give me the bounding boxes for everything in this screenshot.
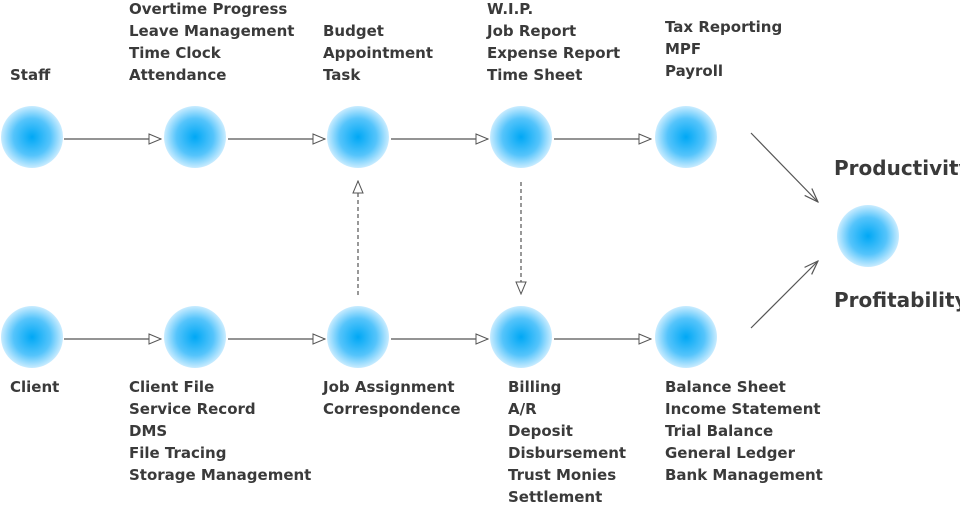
label-line: Staff [10, 66, 51, 84]
outcome-productivity: Productivity [834, 156, 960, 180]
label-line: Trial Balance [665, 422, 774, 440]
node-client-jobs [327, 306, 389, 368]
arrow-accounting-to-outcome [750, 261, 818, 329]
label-line: Balance Sheet [665, 378, 786, 396]
label-line: Leave Management [129, 22, 295, 40]
label-line: Deposit [508, 422, 573, 440]
label-line: General Ledger [665, 444, 795, 462]
label-line: Service Record [129, 400, 256, 418]
label-line: Appointment [323, 44, 434, 62]
node-staff [1, 106, 63, 168]
label-line: Client File [129, 378, 215, 396]
label-line: Attendance [129, 66, 227, 84]
label-line: Overtime Progress [129, 0, 288, 18]
label-line: Billing [508, 378, 562, 396]
node-client-accounting [655, 306, 717, 368]
node-staff-hr [164, 106, 226, 168]
label-line: Job Assignment [323, 378, 455, 396]
outcome-profitability: Profitability [834, 288, 960, 312]
node-client-records [164, 306, 226, 368]
arrow-payroll-to-outcome [750, 132, 818, 202]
label-line: Storage Management [129, 466, 312, 484]
label-line: Task [323, 66, 361, 84]
label-line: Settlement [508, 488, 603, 506]
label-line: Income Statement [665, 400, 821, 418]
node-staff-planning [327, 106, 389, 168]
label-line: MPF [665, 40, 702, 58]
label-line: Client [10, 378, 60, 396]
label-line: Job Report [487, 22, 577, 40]
label-line: W.I.P. [487, 0, 534, 18]
label-line: Time Clock [129, 44, 221, 62]
label-line: Payroll [665, 62, 724, 80]
label-line: File Tracing [129, 444, 227, 462]
label-line: Correspondence [323, 400, 461, 418]
label-line: Tax Reporting [665, 18, 783, 36]
label-line: Time Sheet [487, 66, 583, 84]
label-line: Budget [323, 22, 384, 40]
node-outcome [837, 205, 899, 267]
label-line: A/R [508, 400, 537, 418]
label-line: Disbursement [508, 444, 627, 462]
node-client [1, 306, 63, 368]
label-line: Bank Management [665, 466, 823, 484]
label-line: Expense Report [487, 44, 621, 62]
node-staff-reporting [490, 106, 552, 168]
node-client-billing [490, 306, 552, 368]
label-client: Client [10, 376, 59, 398]
node-staff-payroll [655, 106, 717, 168]
label-line: Trust Monies [508, 466, 617, 484]
label-staff: Staff [10, 64, 50, 86]
label-line: DMS [129, 422, 168, 440]
